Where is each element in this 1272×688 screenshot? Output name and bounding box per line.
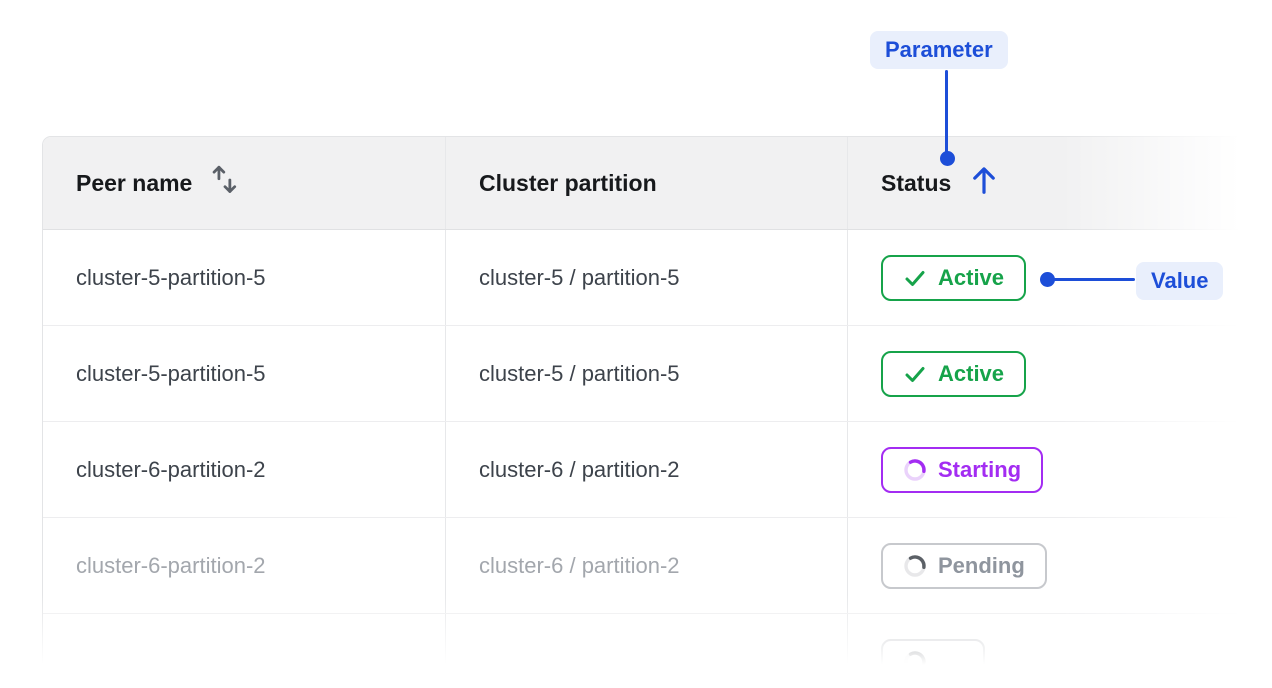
status-label: Starting [938, 456, 1022, 482]
table-header-row: Peer name Cluster partition Status [43, 137, 1271, 230]
status-label: Active [938, 360, 1005, 386]
status-label: Active [938, 264, 1005, 290]
cell-peer-name: cluster-6-partition-2 [43, 422, 446, 517]
cell-peer-name: cluster-5-partition-5 [43, 326, 446, 421]
cell-cluster-partition [446, 614, 848, 687]
status-badge: Starting [881, 446, 1044, 493]
table-row [43, 614, 1271, 687]
parameter-annotation-label: Parameter [870, 31, 1008, 69]
table-body: cluster-5-partition-5 cluster-5 / partit… [43, 230, 1271, 687]
sort-both-icon[interactable] [210, 163, 240, 203]
column-header-label: Status [881, 169, 952, 196]
value-connector-line [1053, 278, 1135, 281]
table-row: cluster-5-partition-5 cluster-5 / partit… [43, 326, 1271, 422]
column-header-label: Peer name [76, 169, 193, 196]
spinner-icon [903, 554, 927, 578]
column-header-peer-name[interactable]: Peer name [43, 137, 446, 229]
cell-peer-name: cluster-5-partition-5 [43, 230, 446, 325]
cell-status [848, 614, 1271, 687]
status-label: Pending [938, 552, 1025, 578]
cell-peer-name [43, 614, 446, 687]
cell-cluster-partition: cluster-5 / partition-5 [446, 230, 848, 325]
cell-status: Pending [848, 518, 1271, 613]
column-header-cluster-partition: Cluster partition [446, 137, 848, 229]
column-header-status[interactable]: Status [848, 137, 1271, 229]
check-icon [903, 362, 927, 386]
status-badge: Active [881, 254, 1027, 301]
value-annotation-label: Value [1136, 262, 1224, 300]
cell-cluster-partition: cluster-6 / partition-2 [446, 422, 848, 517]
column-header-label: Cluster partition [479, 169, 657, 196]
status-badge [881, 638, 985, 685]
parameter-connector-line [945, 70, 948, 154]
parameter-connector-dot [940, 151, 955, 166]
status-badge: Pending [881, 542, 1047, 589]
cell-peer-name: cluster-6-partition-2 [43, 518, 446, 613]
cell-status: Active [848, 230, 1271, 325]
cell-status: Starting [848, 422, 1271, 517]
peers-table: Peer name Cluster partition Status [42, 136, 1272, 688]
status-badge: Active [881, 350, 1027, 397]
value-connector-dot [1040, 272, 1055, 287]
sort-ascending-icon[interactable] [969, 164, 999, 202]
spinner-icon [903, 458, 927, 482]
table-row: cluster-6-partition-2 cluster-6 / partit… [43, 518, 1271, 614]
table-row: cluster-6-partition-2 cluster-6 / partit… [43, 422, 1271, 518]
cell-cluster-partition: cluster-6 / partition-2 [446, 518, 848, 613]
spinner-icon [903, 650, 927, 674]
cell-cluster-partition: cluster-5 / partition-5 [446, 326, 848, 421]
cell-status: Active [848, 326, 1271, 421]
check-icon [903, 266, 927, 290]
